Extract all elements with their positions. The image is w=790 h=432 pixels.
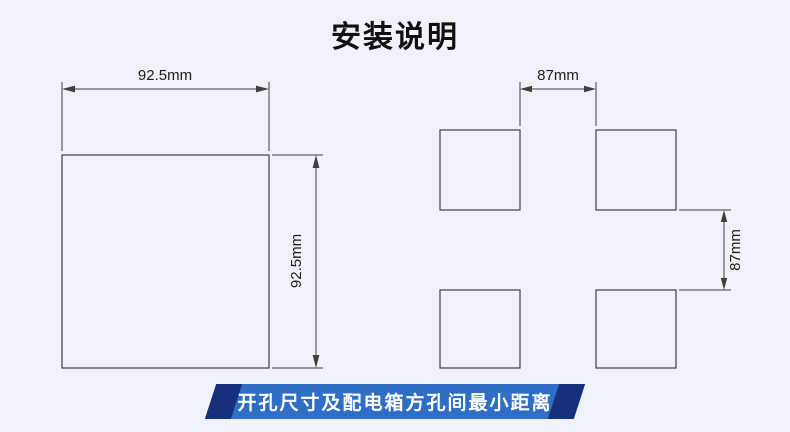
arrowhead-down [720,278,728,290]
hole-bottom-left [439,289,521,369]
hole-bottom-right [595,289,677,369]
hole-top-right [595,129,677,211]
banner: 开孔尺寸及配电箱方孔间最小距离 [204,384,586,419]
arrowhead-right [256,85,269,93]
arrowhead-up [312,155,320,168]
arrowhead-right [584,85,596,93]
gap-vertical-label: 87mm [727,229,744,271]
arrowhead-down [312,355,320,368]
banner-text: 开孔尺寸及配电箱方孔间最小距离 [237,393,553,414]
hole-top-left [439,129,521,211]
width-dimension-label: 92.5mm [138,67,192,84]
height-dimension-label: 92.5mm [288,234,305,288]
arrowhead-left [62,85,75,93]
page-title: 安装说明 [331,21,459,54]
single-hole-square [61,154,270,369]
arrowhead-up [720,210,728,222]
gap-horizontal-label: 87mm [537,67,579,84]
arrowhead-left [520,85,532,93]
